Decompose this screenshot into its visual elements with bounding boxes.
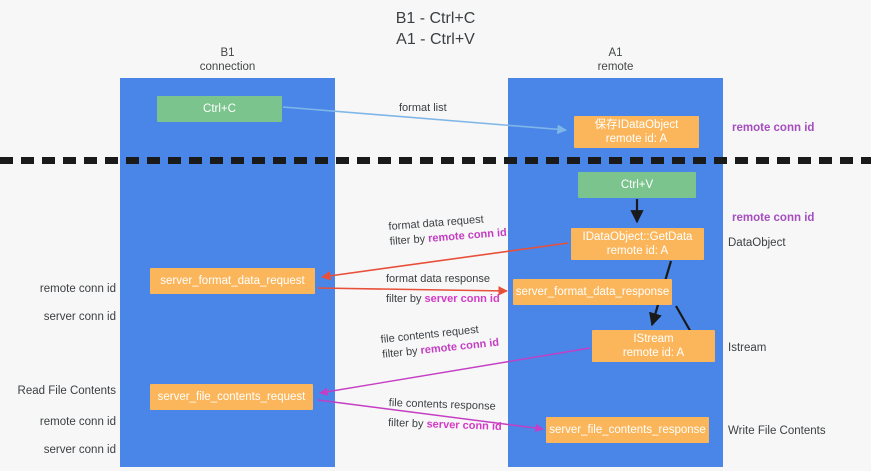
highlight-server-conn-id: server conn id <box>426 418 502 433</box>
edge-label-format-data-response: format data response filter by server co… <box>386 272 500 307</box>
node-istream[interactable]: IStream remote id: A <box>592 330 715 362</box>
note-write-file-contents: Write File Contents <box>728 425 826 437</box>
node-ctrl-c[interactable]: Ctrl+C <box>157 96 282 122</box>
note-istream: Istream <box>728 342 767 354</box>
node-server-file-contents-request[interactable]: server_file_contents_request <box>150 384 313 410</box>
note-dataobject: DataObject <box>728 237 786 249</box>
edge-label-format-data-response-line1: format data response <box>386 273 490 285</box>
edge-label-format-list-line1: format list <box>399 102 447 114</box>
filter-by-prefix: filter by <box>387 416 427 431</box>
filter-by-prefix: filter by <box>386 293 425 305</box>
arrow-file-contents-request <box>319 347 591 396</box>
diagram-title: B1 - Ctrl+C A1 - Ctrl+V <box>395 10 476 48</box>
arrow-file-contents-response <box>317 399 544 433</box>
node-server-format-data-response[interactable]: server_format_data_response <box>513 279 672 305</box>
edge-label-format-list: format list <box>399 101 447 116</box>
filter-by-prefix: filter by <box>389 232 429 248</box>
note-remote-conn-id-left: remote conn id <box>39 283 116 295</box>
lane-header-a1: A1 remote <box>597 47 634 73</box>
edge-label-file-contents-response: file contents response filter by server … <box>388 396 503 435</box>
note-read-file-contents: Read File Contents <box>17 385 116 397</box>
arrow-format-list <box>282 106 567 135</box>
edge-label-format-data-response-line2: filter by server conn id <box>386 292 500 307</box>
filter-by-prefix: filter by <box>381 344 422 361</box>
node-server-format-data-request[interactable]: server_format_data_request <box>150 268 315 294</box>
node-ctrl-v[interactable]: Ctrl+V <box>578 172 696 198</box>
lane-header-b1: B1 connection <box>199 47 256 73</box>
arrow-format-data-response <box>317 286 508 296</box>
edge-label-file-contents-response-line1: file contents response <box>388 396 496 413</box>
node-save-idataobject[interactable]: 保存IDataObject remote id: A <box>574 116 699 148</box>
highlight-server-conn-id: server conn id <box>424 293 500 305</box>
note-left-conn-ids-bottom: remote conn id server conn id <box>8 401 116 471</box>
note-remote-conn-id-left-2: remote conn id <box>39 416 116 428</box>
phase-divider <box>0 157 871 164</box>
note-left-conn-ids-top: remote conn id server conn id <box>8 268 116 338</box>
note-server-conn-id-left: server conn id <box>43 311 116 323</box>
arrow-format-data-request <box>321 242 569 281</box>
note-remote-conn-id-mid: remote conn id <box>732 212 815 224</box>
note-server-conn-id-left-2: server conn id <box>43 444 116 456</box>
node-server-file-contents-response[interactable]: server_file_contents_response <box>546 417 709 443</box>
note-remote-conn-id-top: remote conn id <box>732 122 815 134</box>
node-idataobject-getdata[interactable]: IDataObject::GetData remote id: A <box>571 228 704 260</box>
